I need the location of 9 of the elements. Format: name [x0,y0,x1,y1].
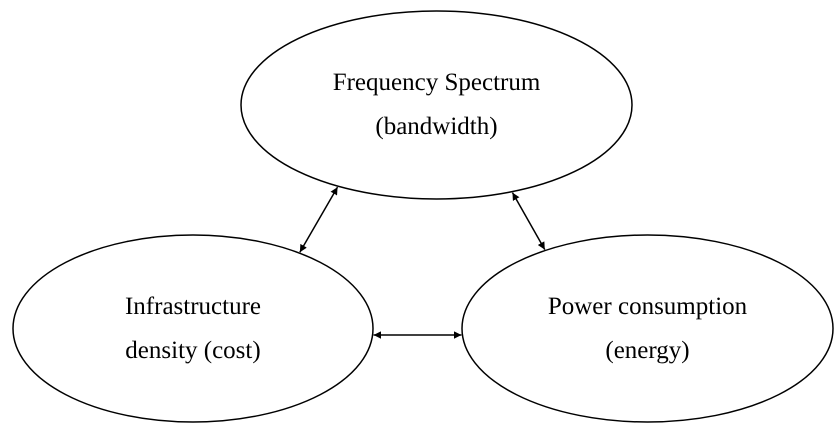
double-arrow [299,186,338,253]
node-label: Power consumption (energy) [546,292,748,366]
node-label: Infrastructure density (cost) [124,292,262,366]
ellipse-node [461,234,834,423]
double-arrow [512,192,546,250]
double-arrow [374,331,462,339]
ellipse-node [240,10,633,200]
node-label: Frequency Spectrum (bandwidth) [332,68,542,142]
ellipse-node [12,234,374,423]
